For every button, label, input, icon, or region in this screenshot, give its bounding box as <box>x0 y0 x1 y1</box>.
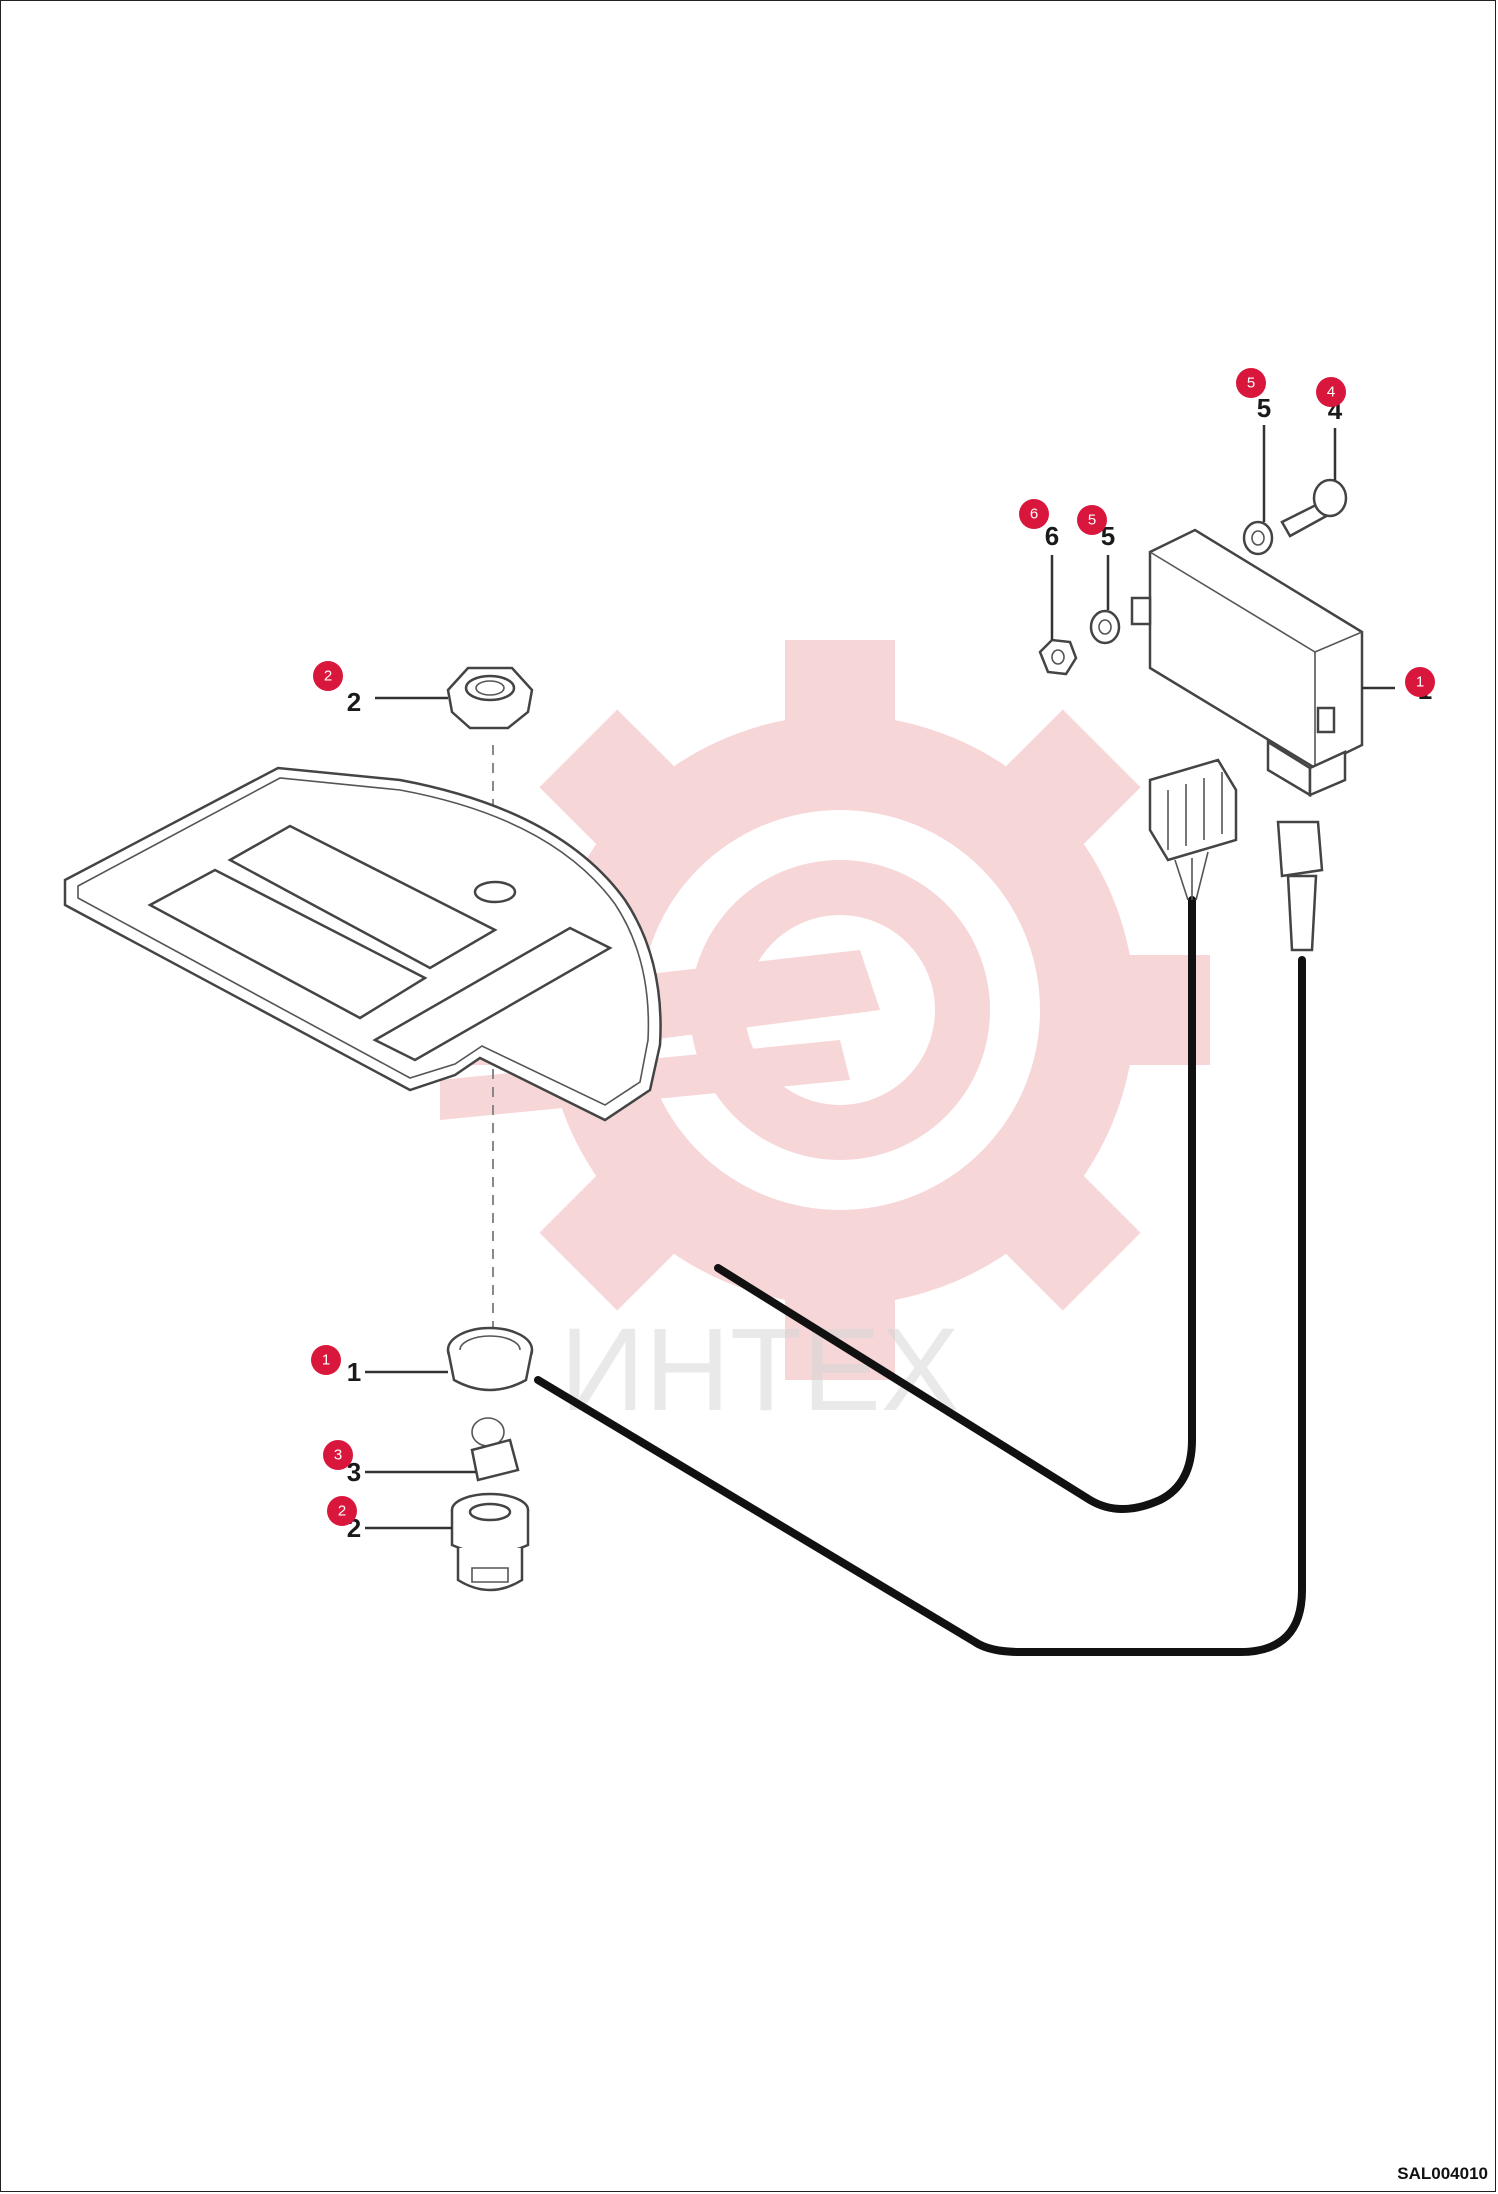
cable-harness-a <box>714 896 1196 1513</box>
callout-badge: 5 <box>1236 368 1266 398</box>
nut-icon <box>1038 638 1078 676</box>
washer-icon <box>1089 609 1121 645</box>
svg-text:1: 1 <box>322 1352 330 1369</box>
svg-text:1: 1 <box>1416 674 1424 691</box>
svg-text:3: 3 <box>334 1447 342 1464</box>
svg-text:6: 6 <box>1030 506 1038 523</box>
single-connector-icon <box>1276 820 1324 952</box>
callout-badge: 1 <box>1405 667 1435 697</box>
part-number: 3 <box>347 1457 361 1487</box>
part-number: 5 <box>1101 521 1115 551</box>
svg-text:5: 5 <box>1247 375 1255 392</box>
callout-badge: 6 <box>1019 499 1049 529</box>
callout-badge: 4 <box>1316 377 1346 407</box>
svg-text:4: 4 <box>1327 384 1335 401</box>
svg-text:2: 2 <box>338 1503 346 1520</box>
multi-pin-connector-icon <box>1148 758 1238 901</box>
washer-top-icon <box>1242 520 1274 556</box>
callout-badge: 1 <box>311 1345 341 1375</box>
watermark-text: ИНТЕХ <box>560 1304 960 1436</box>
part-number: 1 <box>347 1357 361 1387</box>
drawing-id-label: SAL004010 <box>1397 2164 1488 2183</box>
ignition-switch-icon <box>450 1492 530 1592</box>
part-number: 6 <box>1045 521 1059 551</box>
callout-badge: 2 <box>327 1496 357 1526</box>
dashboard-panel <box>63 766 662 1122</box>
svg-text:2: 2 <box>324 668 332 685</box>
svg-text:5: 5 <box>1088 512 1096 529</box>
watermark-gear-logo: ИНТЕХ <box>420 640 1210 1436</box>
callout-badge: 5 <box>1077 505 1107 535</box>
bezel-ring-icon <box>446 1326 534 1392</box>
control-box-icon <box>1130 528 1364 798</box>
key-icon <box>470 1417 520 1482</box>
hex-nut-top-icon <box>446 666 534 730</box>
part-number: 5 <box>1257 393 1271 423</box>
cable-harness-b <box>534 956 1306 1656</box>
bolt-icon <box>1280 478 1348 538</box>
callout-badge: 2 <box>313 661 343 691</box>
callout-badge: 3 <box>323 1440 353 1470</box>
part-number: 2 <box>347 687 361 717</box>
